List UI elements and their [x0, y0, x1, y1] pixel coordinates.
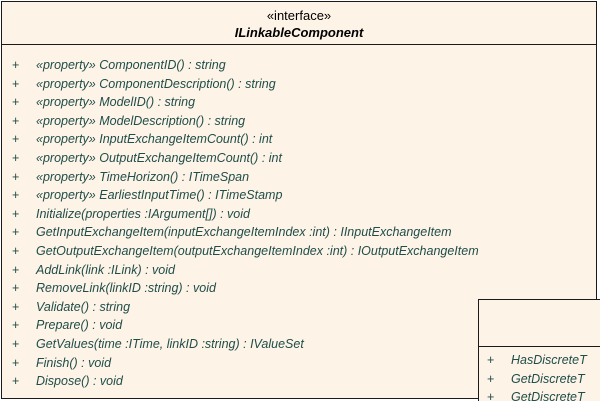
operation-row: + «property» ComponentID() : string: [2, 56, 596, 75]
operation-row: + «property» ModelDescription() : string: [2, 112, 596, 131]
operation-signature: GetOutputExchangeItem(outputExchangeItem…: [36, 243, 479, 258]
operation-signature: Initialize(properties :IArgument[]) : vo…: [36, 206, 250, 221]
visibility-marker: +: [487, 353, 495, 367]
visibility-marker: +: [12, 95, 20, 110]
visibility-marker: +: [12, 206, 20, 221]
operation-signature: GetDiscreteT: [511, 371, 585, 386]
operation-row: + «property» TimeHorizon() : ITimeSpan: [2, 168, 596, 187]
visibility-marker: +: [12, 336, 20, 351]
visibility-marker: +: [12, 243, 20, 258]
operation-signature: Dispose() : void: [36, 374, 123, 389]
operation-signature: «property» ComponentDescription() : stri…: [36, 76, 276, 91]
visibility-marker: +: [12, 150, 20, 165]
operation-list: + «property» ComponentID() : string + «prop…: [2, 45, 596, 391]
operation-signature: RemoveLink(linkID :string) : void: [36, 281, 216, 296]
operation-signature: GetValues(time :ITime, linkID :string) :…: [36, 336, 304, 351]
operation-row: + «property» InputExchangeItemCount() : i…: [2, 130, 596, 149]
operation-row: + GetValues(time :ITime, linkID :string) …: [2, 335, 596, 354]
operation-row: + «property» ComponentDescription() : str…: [2, 75, 596, 94]
visibility-marker: +: [12, 225, 20, 240]
operation-row: + GetInputExchangeItem(inputExchangeItemI…: [2, 223, 596, 242]
operation-row: + «property» OutputExchangeItemCount() : …: [2, 149, 596, 168]
operation-row: + Finish() : void: [2, 354, 596, 373]
operation-row: + «property» ModelID() : string: [2, 93, 596, 112]
operation-row: + RemoveLink(linkID :string) : void: [2, 279, 596, 298]
partial-operation-row: + GetDiscreteT: [479, 388, 600, 401]
class-header: «interface» ILinkableComponent: [2, 2, 596, 45]
visibility-marker: +: [12, 374, 20, 389]
visibility-marker: +: [12, 262, 20, 277]
visibility-marker: +: [487, 371, 495, 386]
operation-signature: AddLink(link :ILink) : void: [36, 262, 175, 277]
visibility-marker: +: [12, 113, 20, 128]
visibility-marker: +: [12, 188, 20, 203]
visibility-marker: +: [12, 355, 20, 370]
operation-signature: «property» EarliestInputTime() : ITimeSt…: [36, 188, 283, 203]
operation-row: + Validate() : string: [2, 298, 596, 317]
operation-row: + Dispose() : void: [2, 372, 596, 391]
operation-signature: GetDiscreteT: [511, 390, 585, 401]
class-stereotype: «interface»: [266, 8, 332, 23]
visibility-marker: +: [12, 76, 20, 91]
operation-signature: HasDiscreteT: [511, 353, 587, 367]
visibility-marker: +: [12, 299, 20, 314]
operation-signature: «property» InputExchangeItemCount() : in…: [36, 132, 273, 147]
operation-row: + «property» EarliestInputTime() : ITimeS…: [2, 186, 596, 205]
partial-class-header: [479, 300, 600, 347]
class-box-partial[interactable]: + HasDiscreteT + GetDiscreteT + GetDiscreteT: [478, 299, 600, 401]
visibility-marker: +: [12, 169, 20, 184]
visibility-marker: +: [12, 58, 20, 72]
operation-row: + Prepare() : void: [2, 316, 596, 335]
operation-row: + Initialize(properties :IArgument[]) : v…: [2, 205, 596, 224]
partial-operation-list: + HasDiscreteT + GetDiscreteT + GetDiscreteT: [479, 347, 600, 401]
operation-signature: Validate() : string: [36, 299, 131, 314]
visibility-marker: +: [12, 318, 20, 333]
visibility-marker: +: [12, 132, 20, 147]
operation-signature: «property» OutputExchangeItemCount() : i…: [36, 150, 282, 165]
partial-operation-row: + HasDiscreteT: [479, 351, 600, 370]
operation-signature: «property» ModelID() : string: [36, 95, 196, 110]
operation-signature: «property» ModelDescription() : string: [36, 113, 246, 128]
operation-signature: «property» TimeHorizon() : ITimeSpan: [36, 169, 250, 184]
visibility-marker: +: [487, 390, 495, 401]
operation-signature: «property» ComponentID() : string: [36, 58, 226, 72]
class-name: ILinkableComponent: [234, 25, 364, 40]
partial-operation-row: + GetDiscreteT: [479, 370, 600, 389]
operation-signature: Finish() : void: [36, 355, 112, 370]
operation-signature: GetInputExchangeItem(inputExchangeItemIn…: [36, 225, 452, 240]
operation-signature: Prepare() : void: [36, 318, 123, 333]
operation-row: + AddLink(link :ILink) : void: [2, 261, 596, 280]
visibility-marker: +: [12, 281, 20, 296]
operation-row: + GetOutputExchangeItem(outputExchangeIte…: [2, 242, 596, 261]
